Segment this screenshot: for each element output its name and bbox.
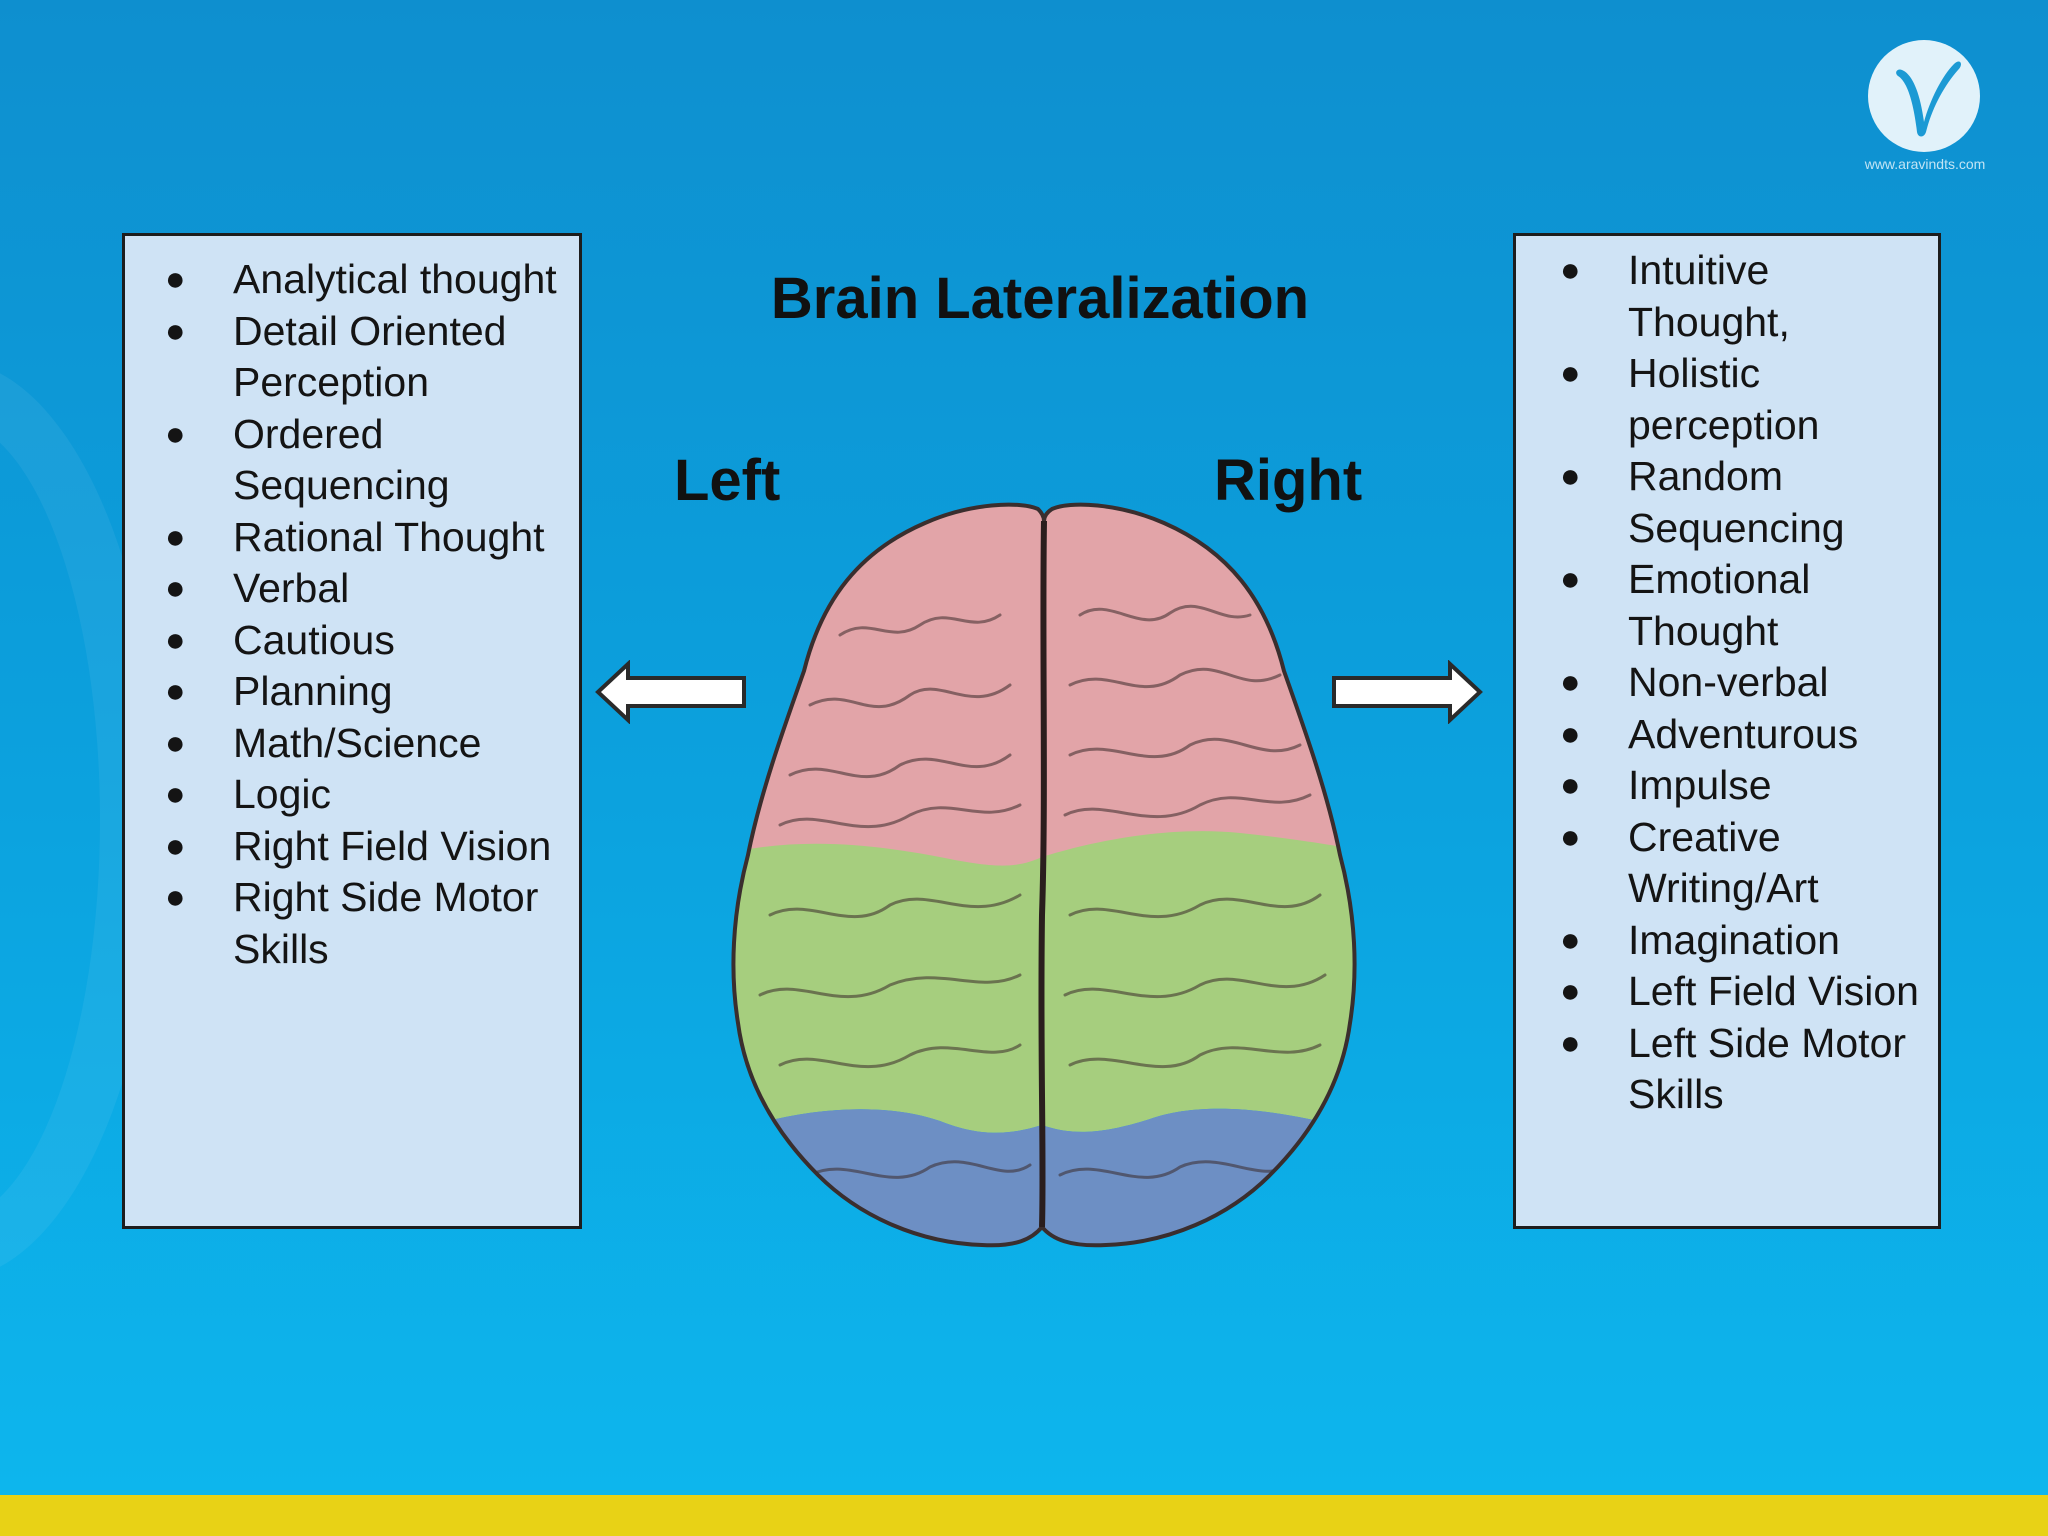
left-trait-item-text: Right Field Vision <box>233 822 552 869</box>
left-trait-item: ● Rational Thought <box>125 512 579 564</box>
left-trait-item: ● Detail Oriented Perception <box>125 306 579 409</box>
right-trait-item: ● Impulse <box>1516 760 1938 812</box>
brain-outline <box>731 502 1357 1248</box>
left-trait-item-text: Planning <box>233 668 393 714</box>
left-trait-item-text: Analytical thought <box>233 256 557 302</box>
bullet-icon: ● <box>165 414 186 453</box>
left-trait-item: ● Logic <box>125 769 579 821</box>
bottom-bar <box>0 1495 2048 1536</box>
left-trait-item: ● Verbal <box>125 563 579 615</box>
left-trait-item: ● Right Side Motor Skills <box>125 872 579 975</box>
slide-title: Brain Lateralization <box>770 266 1310 331</box>
bullet-icon: ● <box>1560 714 1581 753</box>
arrow-left-icon <box>595 660 746 724</box>
left-trait-item-text: Detail Oriented Perception <box>233 307 507 406</box>
right-trait-item-text: Adventurous <box>1628 710 1859 757</box>
bullet-icon: ● <box>1560 972 1581 1010</box>
logo-v-icon <box>1896 61 1961 137</box>
brain-illustration <box>731 502 1357 1248</box>
right-trait-item-text: Imagination <box>1628 916 1840 963</box>
logo: www.aravindts.com <box>1860 34 1990 174</box>
bullet-icon: ● <box>1560 251 1581 289</box>
bullet-icon: ● <box>165 569 186 607</box>
right-trait-item: ● Left Side Motor Skills <box>1516 1018 1938 1121</box>
left-trait-item-text: Right Side Motor Skills <box>233 874 539 972</box>
left-hemisphere-label: Left <box>674 448 781 513</box>
logo-url: www.aravindts.com <box>1864 156 1986 172</box>
right-hemisphere-label: Right <box>1214 448 1363 513</box>
left-trait-item-text: Logic <box>233 771 332 817</box>
right-trait-item-text: Left Side Motor Skills <box>1628 1019 1907 1118</box>
left-trait-item: ● Right Field Vision <box>125 821 579 873</box>
right-trait-item: ● Non-verbal <box>1516 657 1938 709</box>
left-brain-traits-list: ● Analytical thought ● Detail Oriented Perc… <box>125 236 579 975</box>
right-trait-item-text: Non-verbal <box>1628 659 1829 705</box>
left-trait-item: ● Ordered Sequencing <box>125 409 579 512</box>
right-trait-item: ● Random Sequencing <box>1516 451 1938 554</box>
right-trait-item-text: Random Sequencing <box>1628 453 1845 551</box>
right-trait-item-text: Creative Writing/Art <box>1628 813 1819 912</box>
longitudinal-fissure <box>1038 520 1047 1228</box>
right-trait-item-text: Impulse <box>1628 762 1772 808</box>
right-trait-item: ● Intuitive Thought, <box>1516 245 1938 348</box>
left-trait-item: ● Cautious <box>125 615 579 667</box>
left-trait-item: ● Analytical thought <box>125 254 579 306</box>
right-trait-item: ● Holistic perception <box>1516 348 1938 451</box>
arrow-right-icon <box>1332 660 1483 724</box>
right-trait-item: ● Left Field Vision <box>1516 966 1938 1018</box>
left-trait-item-text: Ordered Sequencing <box>233 410 450 509</box>
bullet-icon: ● <box>1560 457 1581 495</box>
bullet-icon: ● <box>165 723 186 762</box>
bullet-icon: ● <box>1560 663 1581 701</box>
bullet-icon: ● <box>1560 1023 1581 1062</box>
right-brain-traits-list: ●Intuitive Thought,●Holistic perception●… <box>1516 236 1938 1121</box>
right-trait-item-text: Intuitive Thought, <box>1628 247 1790 345</box>
bullet-icon: ● <box>165 620 186 659</box>
right-trait-item-text: Holistic perception <box>1628 350 1820 448</box>
left-trait-item-text: Math/Science <box>233 719 482 766</box>
parietal-lobe <box>733 831 1355 1135</box>
bullet-icon: ● <box>1560 354 1581 392</box>
right-trait-item: ● Creative Writing/Art <box>1516 812 1938 915</box>
right-trait-item-text: Emotional Thought <box>1628 556 1811 654</box>
left-trait-item-text: Verbal <box>233 565 350 611</box>
left-trait-item-text: Rational Thought <box>233 513 545 560</box>
brain-gyri <box>758 604 1327 1179</box>
bullet-icon: ● <box>165 517 186 556</box>
bullet-icon: ● <box>165 775 186 813</box>
bullet-icon: ● <box>165 672 186 710</box>
bullet-icon: ● <box>165 311 186 350</box>
bullet-icon: ● <box>1560 560 1581 598</box>
right-trait-item-text: Left Field Vision <box>1628 968 1919 1014</box>
bullet-icon: ● <box>165 826 186 865</box>
left-trait-item-text: Cautious <box>233 616 395 663</box>
bullet-icon: ● <box>165 878 186 916</box>
bullet-icon: ● <box>1560 817 1581 856</box>
left-trait-item: ● Planning <box>125 666 579 718</box>
right-brain-traits-panel: ●Intuitive Thought,●Holistic perception●… <box>1513 233 1941 1229</box>
left-trait-item: ● Math/Science <box>125 718 579 770</box>
bullet-icon: ● <box>165 260 186 298</box>
right-trait-item: ● Adventurous <box>1516 709 1938 761</box>
right-trait-item: ● Imagination <box>1516 915 1938 967</box>
bullet-icon: ● <box>1560 766 1581 804</box>
right-trait-item: ● Emotional Thought <box>1516 554 1938 657</box>
bullet-icon: ● <box>1560 920 1581 959</box>
left-brain-traits-panel: ● Analytical thought ● Detail Oriented Perc… <box>122 233 582 1229</box>
logo-circle <box>1868 40 1980 152</box>
